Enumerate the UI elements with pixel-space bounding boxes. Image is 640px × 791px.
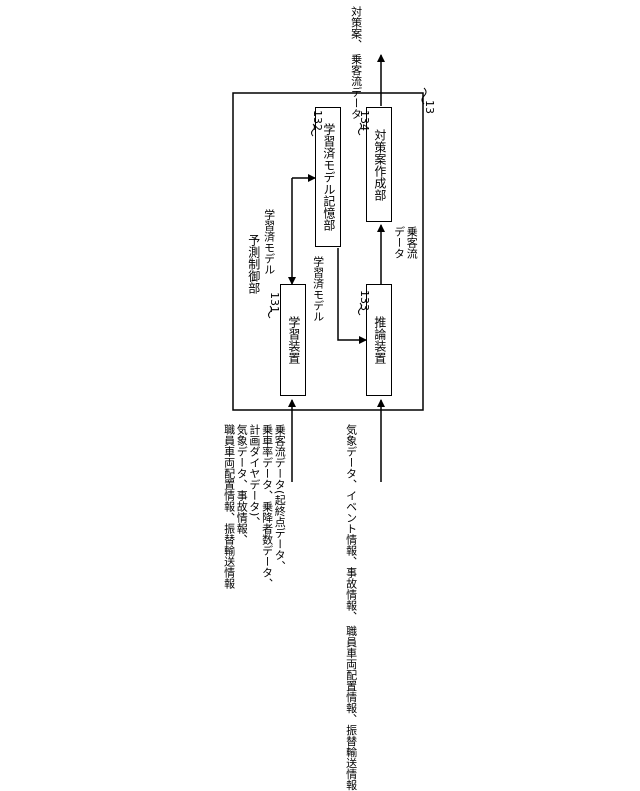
ref-inference-device: 133 (358, 290, 371, 311)
ref-model-storage: 132 (311, 110, 324, 131)
learning-device-label: 学習装置 (286, 316, 300, 364)
learning-input-line: 乗車率データ、乗降者数データ、 (260, 424, 273, 589)
learning-inputs-text: 乗客流データ(起終点データ、 乗車率データ、乗降者数データ、 計画ダイヤデータ)… (222, 424, 285, 589)
learning-input-line: 気象データ、事故情報、 (235, 424, 248, 589)
inference-device-label: 推論装置 (372, 316, 386, 364)
learning-input-line: 計画ダイヤデータ)、 (247, 424, 260, 589)
flow-label-trained-model-b: 学習済モデル (311, 256, 324, 322)
controller-label: 予測制御部 (246, 234, 260, 294)
inference-input-line: 職員車両配置情報、振替輸送情報 (345, 626, 358, 791)
inference-inputs-text: 気象データ、イベント情報、事故情報、 職員車両配置情報、振替輸送情報 (344, 424, 357, 791)
model-storage-label: 学習済モデル記憶部 (321, 123, 335, 231)
learning-input-line: 乗客流データ(起終点データ、 (273, 424, 286, 589)
plan-creation-label: 対策案作成部 (372, 129, 386, 201)
output-line: 乗客流データ (350, 54, 363, 120)
learning-input-line: 職員車両配置情報、振替輸送情報 (222, 424, 235, 589)
inference-input-line: 気象データ、イベント情報、事故情報、 (345, 424, 358, 622)
learning-device-block: 学習装置 (280, 284, 306, 396)
ref-learning-device: 131 (268, 292, 281, 313)
ref-controller: 13 (423, 100, 436, 114)
output-line: 対策案、 (350, 6, 363, 50)
output-text: 対策案、 乗客流データ (349, 6, 362, 120)
flow-label-passenger-flow: 乗客流 データ (392, 226, 417, 259)
flow-label-trained-model-a: 学習済モデル (262, 209, 275, 275)
